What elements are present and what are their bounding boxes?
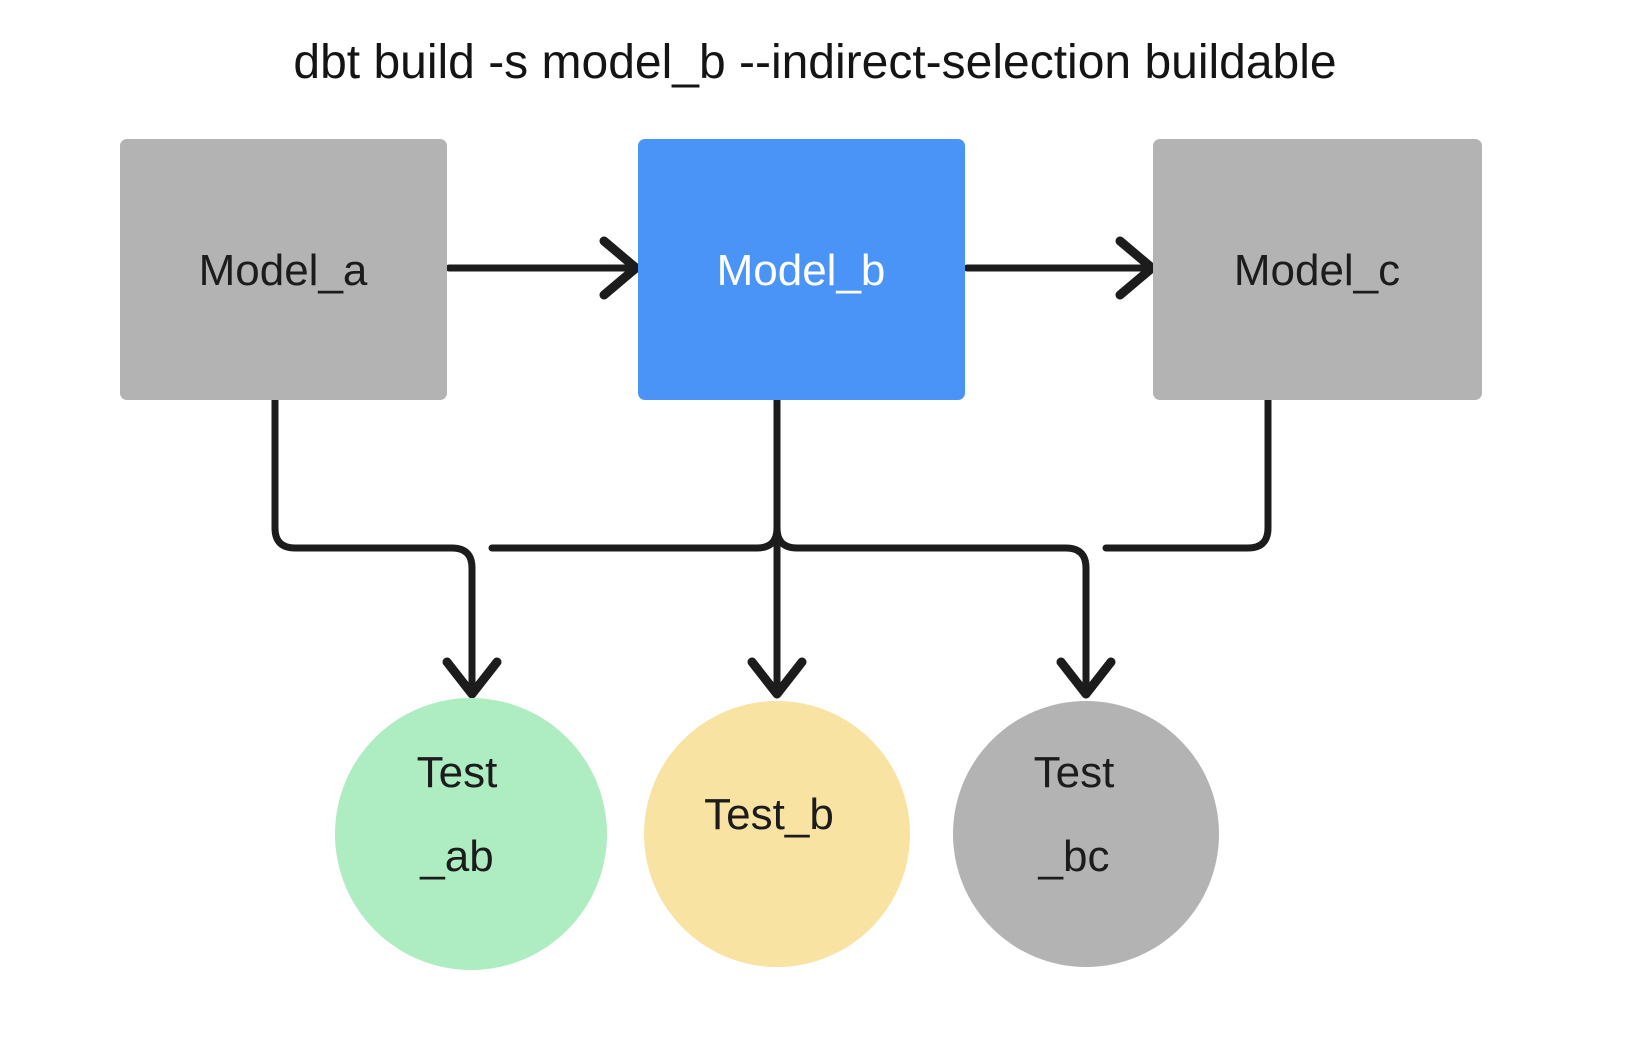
arrowhead-model-c <box>1115 236 1157 300</box>
node-model-b-shape[interactable] <box>638 139 965 400</box>
node-model-c[interactable]: Model_c <box>1153 139 1482 400</box>
edge-model-b-to-test-bc <box>773 524 1116 699</box>
edge-model-a-to-test-ab-path <box>271 396 476 696</box>
node-test-bc-label-line-2: _bc <box>1038 832 1110 881</box>
node-test-ab[interactable]: Test _ab <box>335 698 607 970</box>
edge-model-b-to-model-c <box>963 236 1157 300</box>
edge-model-b-to-test-ab-path <box>488 396 781 552</box>
diagram-title: dbt build -s model_b --indirect-selectio… <box>293 36 1336 89</box>
edge-model-c-to-test-bc <box>1102 396 1272 552</box>
node-test-ab-label-line-1: Test <box>417 748 498 797</box>
arrowhead-test-ab <box>442 657 502 699</box>
node-model-c-label: Model_c <box>1234 246 1400 295</box>
node-test-bc-shape[interactable] <box>953 701 1219 967</box>
node-model-b-label: Model_b <box>717 246 886 295</box>
node-test-ab-label-line-2: _ab <box>419 832 493 881</box>
edge-model-b-to-test-b <box>747 396 807 699</box>
edge-model-b-to-test-bc-path <box>773 524 1090 696</box>
arrowhead-test-b <box>747 657 807 699</box>
node-test-b-shape[interactable] <box>644 701 910 967</box>
node-model-a-label: Model_a <box>199 246 368 295</box>
node-model-b[interactable]: Model_b <box>638 139 965 400</box>
node-test-b[interactable]: Test_b <box>644 701 910 967</box>
node-test-ab-shape[interactable] <box>335 698 607 970</box>
node-model-c-shape[interactable] <box>1153 139 1482 400</box>
edge-model-b-to-test-ab <box>488 396 781 552</box>
edge-model-c-to-test-bc-path <box>1102 396 1272 552</box>
edge-model-a-to-test-ab <box>271 396 502 699</box>
node-model-a-shape[interactable] <box>120 139 447 400</box>
node-test-b-label-line-1: Test_b <box>704 790 834 839</box>
arrowhead-model-b <box>599 236 641 300</box>
arrowhead-test-bc <box>1056 657 1116 699</box>
node-test-bc-label-line-1: Test <box>1034 748 1115 797</box>
node-test-bc[interactable]: Test _bc <box>953 701 1219 967</box>
node-model-a[interactable]: Model_a <box>120 139 447 400</box>
edge-model-a-to-model-b <box>445 236 641 300</box>
